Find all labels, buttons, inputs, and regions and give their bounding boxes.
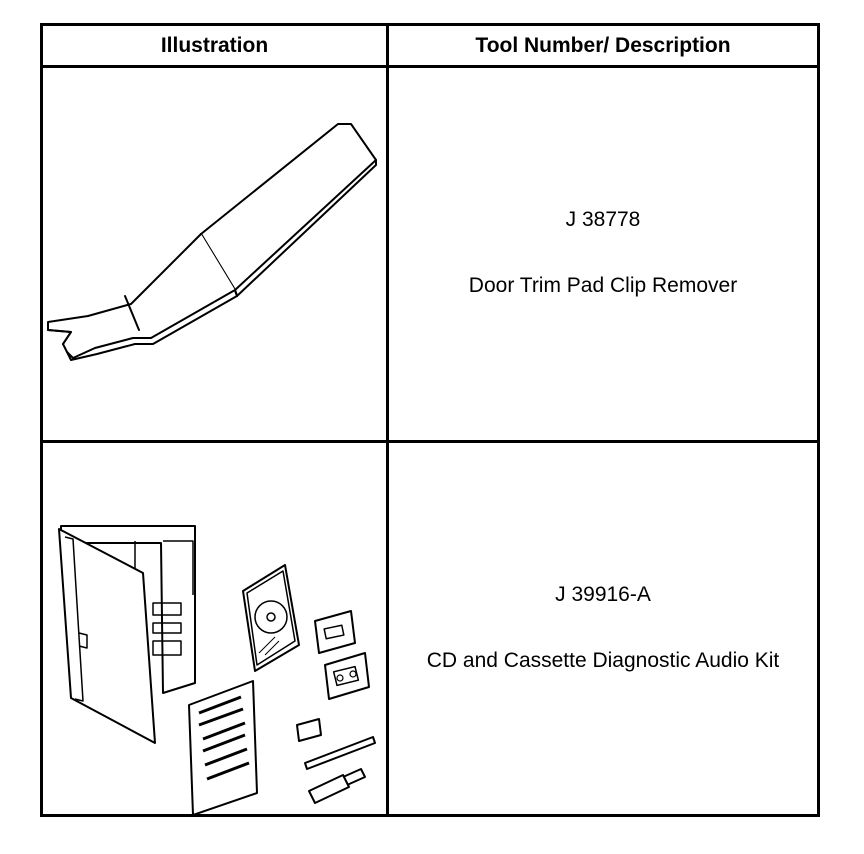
table-row-2-illustration [43,443,386,814]
header-illustration: Illustration [160,33,269,57]
tool-description: Door Trim Pad Clip Remover [468,274,738,297]
table-row-2-description-cell: J 39916-A CD and Cassette Diagnostic Aud… [389,583,817,673]
row-divider [43,440,817,443]
tool-number: J 39916-A [555,583,651,606]
tool-description: CD and Cassette Diagnostic Audio Kit [426,649,780,672]
table-row-1-illustration [43,68,386,440]
header-tool-description: Tool Number/ Description [475,33,731,57]
tool-number: J 38778 [565,208,641,231]
clip-remover-icon [47,123,377,361]
header-divider [43,65,817,68]
table-row-1-description-cell: J 38778 Door Trim Pad Clip Remover [389,208,817,298]
tool-table: Illustration Tool Number/ Description [40,23,820,817]
column-divider [386,26,389,814]
audio-kit-icon [58,525,376,814]
